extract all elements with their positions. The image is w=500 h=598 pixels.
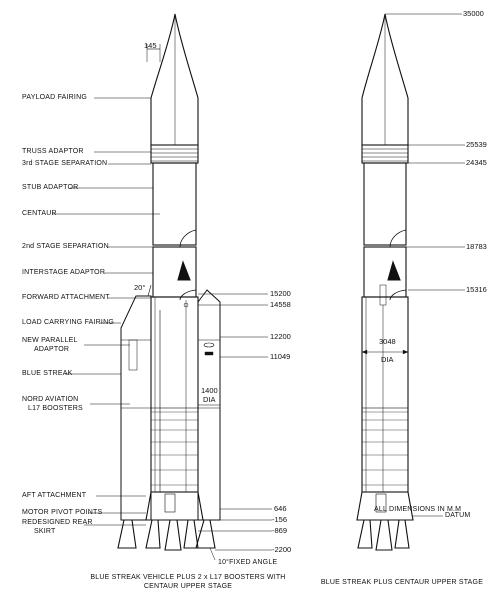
dimension-lines: [198, 13, 465, 551]
label-forward-attachment: FORWARD ATTACHMENT: [22, 294, 110, 301]
label-nord-aviation-1: NORD AVIATION: [22, 396, 79, 403]
dim-145: 145: [144, 41, 157, 50]
label-new-parallel-adaptor-2: ADAPTOR: [34, 346, 70, 353]
dim-18783: 18783: [466, 242, 487, 251]
dim-12200: 12200: [270, 332, 291, 341]
label-all-dimensions: ALL DIMENSIONS IN M.M: [374, 506, 462, 513]
dim-15200: 15200: [270, 289, 291, 298]
right-centaur: [363, 162, 407, 246]
left-payload-fairing: [150, 13, 199, 146]
label-blue-streak: BLUE STREAK: [22, 370, 73, 377]
left-booster-left: [120, 295, 152, 521]
label-10-fixed-angle: 10°FIXED ANGLE: [218, 559, 278, 566]
dim-minus-869: -869: [272, 526, 288, 535]
dim-3048-dia-1: 3048: [379, 337, 396, 346]
right-blue-streak-core: [361, 296, 409, 493]
left-rear-skirt: [145, 491, 204, 521]
label-load-carrying-fairing: LOAD CARRYING FAIRING: [22, 319, 114, 326]
label-stub-adaptor: STUB ADAPTOR: [22, 184, 79, 191]
left-leader-lines: [52, 97, 160, 526]
left-interstage: [152, 246, 197, 298]
caption-left-line-2: CENTAUR UPPER STAGE: [143, 583, 233, 590]
dim-minus-156: -156: [272, 515, 288, 524]
caption-left-line-1: BLUE STREAK VEHICLE PLUS 2 x L17 BOOSTER…: [90, 574, 286, 581]
label-truss-adaptor: TRUSS ADAPTOR: [22, 148, 84, 155]
label-3rd-stage-separation: 3rd STAGE SEPARATION: [22, 160, 108, 167]
dim-24345: 24345: [466, 158, 487, 167]
dim-minus-2200: -2200: [272, 545, 292, 554]
label-interstage-adaptor: INTERSTAGE ADAPTOR: [22, 269, 106, 276]
dim-1400-dia-2: DIA: [203, 395, 216, 404]
left-blue-streak-core: [150, 296, 199, 493]
right-rear-skirt: [356, 491, 414, 521]
label-aft-attachment: AFT ATTACHMENT: [22, 492, 87, 499]
right-vehicle: [356, 13, 414, 551]
dim-25539: 25539: [466, 140, 487, 149]
caption-right: BLUE STREAK PLUS CENTAUR UPPER STAGE: [320, 579, 484, 586]
dim-646: 646: [274, 504, 287, 513]
left-centaur: [152, 162, 197, 246]
label-2nd-stage-separation: 2nd STAGE SEPARATION: [22, 243, 109, 250]
right-truss-adaptor: [361, 144, 409, 164]
label-redesigned-rear-skirt-2: SKIRT: [34, 528, 56, 535]
label-centaur: CENTAUR: [22, 210, 57, 217]
dim-1400-dia-1: 1400: [201, 386, 218, 395]
label-datum: DATUM: [445, 512, 471, 519]
label-new-parallel-adaptor-1: NEW PARALLEL: [22, 337, 78, 344]
dim-35000: 35000: [463, 9, 484, 18]
label-nord-aviation-2: L17 BOOSTERS: [28, 405, 83, 412]
left-truss-adaptor: [150, 144, 199, 164]
label-motor-pivot-points: MOTOR PIVOT POINTS: [22, 509, 103, 516]
dim-11049: 11049: [270, 352, 291, 361]
dim-14558: 14558: [270, 300, 291, 309]
label-payload-fairing: PAYLOAD FAIRING: [22, 94, 87, 101]
dim-3048-dia-2: DIA: [381, 355, 394, 364]
dim-15316: 15316: [466, 285, 487, 294]
dim-20deg: 20°: [134, 283, 146, 292]
label-redesigned-rear-skirt-1: REDESIGNED REAR: [22, 519, 93, 526]
